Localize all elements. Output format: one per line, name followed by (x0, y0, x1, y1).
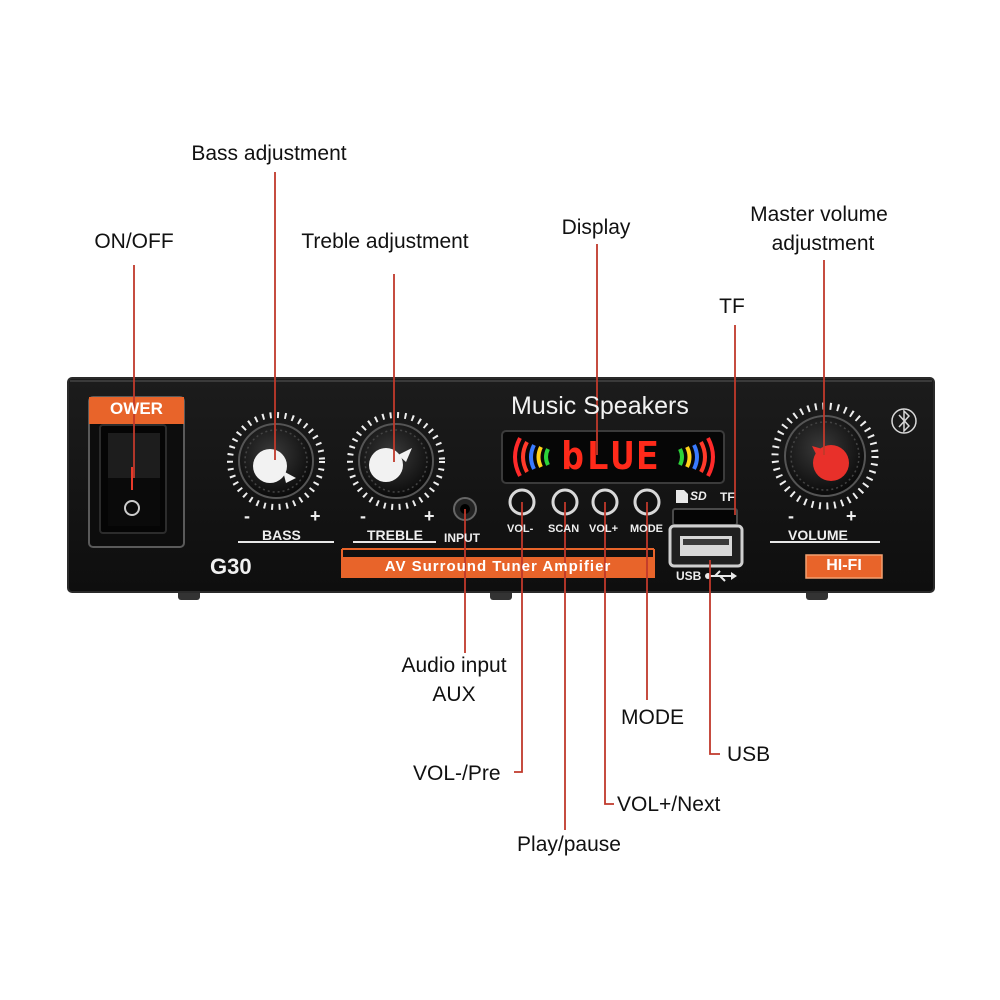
volume-minus: - (788, 506, 794, 526)
callout-tf: TF (719, 295, 745, 318)
display-readout: bLUE (561, 434, 661, 478)
input-label: INPUT (444, 531, 480, 545)
brand-label: Music Speakers (511, 392, 689, 420)
banner-frame (341, 548, 655, 578)
callout-usb: USB (727, 743, 771, 766)
callout-vol-pre: VOL-/Pre (413, 762, 501, 785)
volume-plus: + (846, 506, 857, 526)
treble-knob[interactable] (347, 412, 445, 510)
callout-onoff: ON/OFF (94, 230, 174, 253)
bass-label: BASS (262, 527, 301, 543)
power-label: OWER (110, 399, 163, 418)
callout-master-line1: Master volume (750, 203, 888, 226)
callout-play-pause: Play/pause (517, 833, 621, 856)
btn-label-vol-minus: VOL- (507, 523, 534, 535)
tf-label: TF (720, 490, 735, 504)
volume-knob[interactable] (771, 402, 879, 510)
usb-icon (705, 570, 737, 582)
btn-label-scan: SCAN (548, 523, 580, 535)
volume-label: VOLUME (788, 527, 848, 543)
callout-audio-line2: AUX (432, 683, 476, 706)
btn-label-vol-plus: VOL+ (589, 523, 619, 535)
callout-bass: Bass adjustment (191, 142, 347, 165)
led-display (501, 430, 725, 484)
hifi-label: HI-FI (826, 557, 862, 574)
btn-label-mode: MODE (630, 523, 663, 535)
usb-port[interactable] (668, 524, 744, 568)
treble-plus: + (424, 506, 435, 526)
callout-treble: Treble adjustment (301, 230, 469, 253)
tf-card-slot[interactable] (672, 508, 738, 526)
treble-minus: - (360, 506, 366, 526)
bluetooth-icon (891, 408, 917, 434)
callout-display: Display (561, 216, 631, 239)
model-label: G30 (210, 554, 252, 579)
power-label-bg (89, 397, 184, 424)
callout-vol-next: VOL+/Next (617, 793, 721, 816)
hifi-badge-bg (805, 554, 883, 579)
callout-mode: MODE (621, 706, 684, 729)
callout-audio-line1: Audio input (401, 654, 507, 677)
sd-card-icon (676, 490, 688, 503)
sd-label: SD (690, 489, 707, 503)
leader-lines (133, 172, 825, 830)
banner-text: AV Surround Tuner Ampifier (384, 558, 612, 575)
usb-label: USB (676, 569, 702, 583)
bass-minus: - (244, 506, 250, 526)
bass-knob[interactable] (227, 412, 325, 510)
callout-master-line2: adjustment (771, 232, 875, 255)
treble-label: TREBLE (367, 527, 423, 543)
power-switch[interactable] (88, 396, 185, 548)
bass-plus: + (310, 506, 321, 526)
